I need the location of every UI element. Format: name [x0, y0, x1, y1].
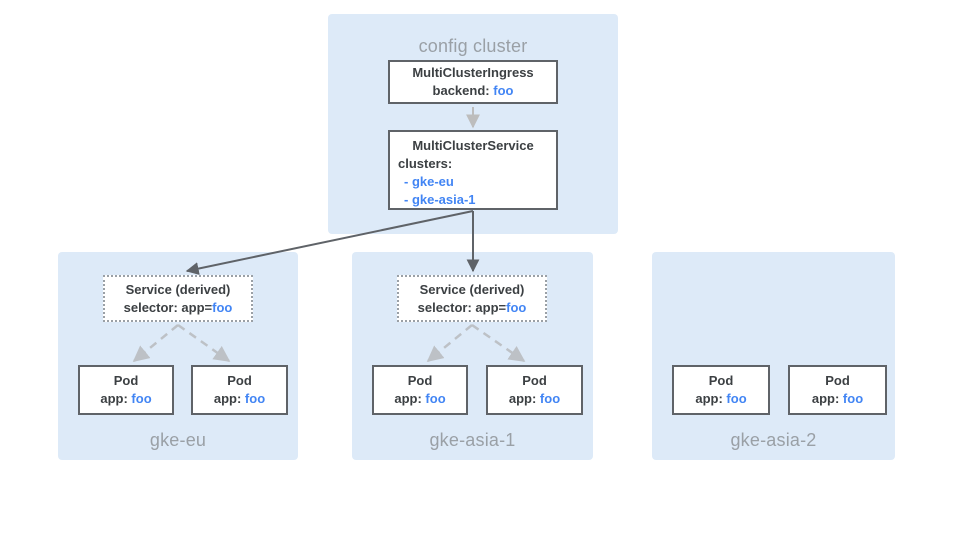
service-title: Service (derived) — [419, 281, 525, 297]
multi-cluster-service-node: MultiClusterService clusters: - gke-eu -… — [388, 130, 558, 210]
pod-app-label: app: — [508, 391, 537, 406]
pod-app-label: app: — [213, 391, 242, 406]
pod-app-label: app: — [394, 391, 422, 406]
pod-app-value: foo — [842, 391, 864, 406]
pod-app-value: foo — [726, 391, 747, 406]
pod-title: Pod — [825, 373, 850, 388]
pod-app-label: app: — [695, 391, 723, 406]
service-title: Service (derived) — [125, 281, 231, 297]
pod-title: Pod — [407, 373, 433, 388]
mcs-title: MultiClusterService — [412, 138, 534, 153]
cluster-gke-asia-1: Service (derived) selector: app=foo Pod … — [352, 252, 593, 460]
pod-app-line: app: foo — [488, 390, 581, 408]
pod-title: Pod — [708, 373, 734, 388]
mcs-clusters-label: clusters: — [398, 156, 453, 171]
cluster-label-gke-asia-1: gke-asia-1 — [429, 430, 516, 450]
mci-title: MultiClusterIngress — [412, 65, 534, 80]
service-selector-line: selector: app=foo — [399, 299, 545, 317]
pod-app-value: foo — [425, 391, 446, 406]
mci-backend-value: foo — [493, 83, 514, 98]
pod-app-value: foo — [131, 391, 152, 406]
cluster-label-gke-asia-2: gke-asia-2 — [730, 430, 817, 450]
pod-app-label: app: — [811, 391, 840, 406]
pod-title: Pod — [227, 373, 252, 388]
pod-node-gke-asia-2-1: Pod app: foo — [672, 365, 770, 415]
service-selector-value: foo — [212, 299, 233, 315]
mcs-cluster-item-gke-eu: - gke-eu — [404, 174, 454, 189]
pod-app-value: foo — [539, 391, 561, 406]
pod-node-gke-eu-1: Pod app: foo — [78, 365, 174, 415]
pod-node-gke-asia-1-1: Pod app: foo — [372, 365, 468, 415]
multi-cluster-ingress-node: MultiClusterIngress backend: foo — [388, 60, 558, 104]
pod-node-gke-asia-1-2: Pod app: foo — [486, 365, 583, 415]
pod-node-gke-eu-2: Pod app: foo — [191, 365, 288, 415]
mci-backend-label: backend: — [432, 83, 490, 98]
service-selector-label: selector: app= — [123, 299, 213, 315]
pod-title: Pod — [522, 373, 547, 388]
mcs-clusters-list: clusters: - gke-eu - gke-asia-1 — [390, 155, 556, 209]
derived-service-node-gke-eu: Service (derived) selector: app=foo — [103, 275, 253, 322]
pod-app-line: app: foo — [790, 390, 885, 408]
pod-app-line: app: foo — [674, 390, 768, 408]
pod-app-line: app: foo — [374, 390, 466, 408]
config-cluster-title: config cluster — [418, 36, 528, 56]
service-selector-value: foo — [506, 299, 527, 315]
cluster-gke-eu: Service (derived) selector: app=foo Pod … — [58, 252, 298, 460]
pod-app-line: app: foo — [193, 390, 286, 408]
mcs-cluster-item-gke-asia-1: - gke-asia-1 — [404, 192, 476, 207]
pod-app-line: app: foo — [80, 390, 172, 408]
config-cluster: config cluster MultiClusterIngress backe… — [328, 14, 618, 234]
cluster-gke-asia-2: Pod app: foo Pod app: foo gke-asia-2 — [652, 252, 895, 460]
pod-title: Pod — [113, 373, 139, 388]
pod-app-value: foo — [244, 391, 266, 406]
derived-service-node-gke-asia-1: Service (derived) selector: app=foo — [397, 275, 547, 322]
cluster-label-gke-eu: gke-eu — [149, 430, 207, 450]
mci-backend-line: backend: foo — [390, 82, 556, 100]
pod-node-gke-asia-2-2: Pod app: foo — [788, 365, 887, 415]
service-selector-label: selector: app= — [417, 299, 507, 315]
service-selector-line: selector: app=foo — [105, 299, 251, 317]
pod-app-label: app: — [100, 391, 128, 406]
